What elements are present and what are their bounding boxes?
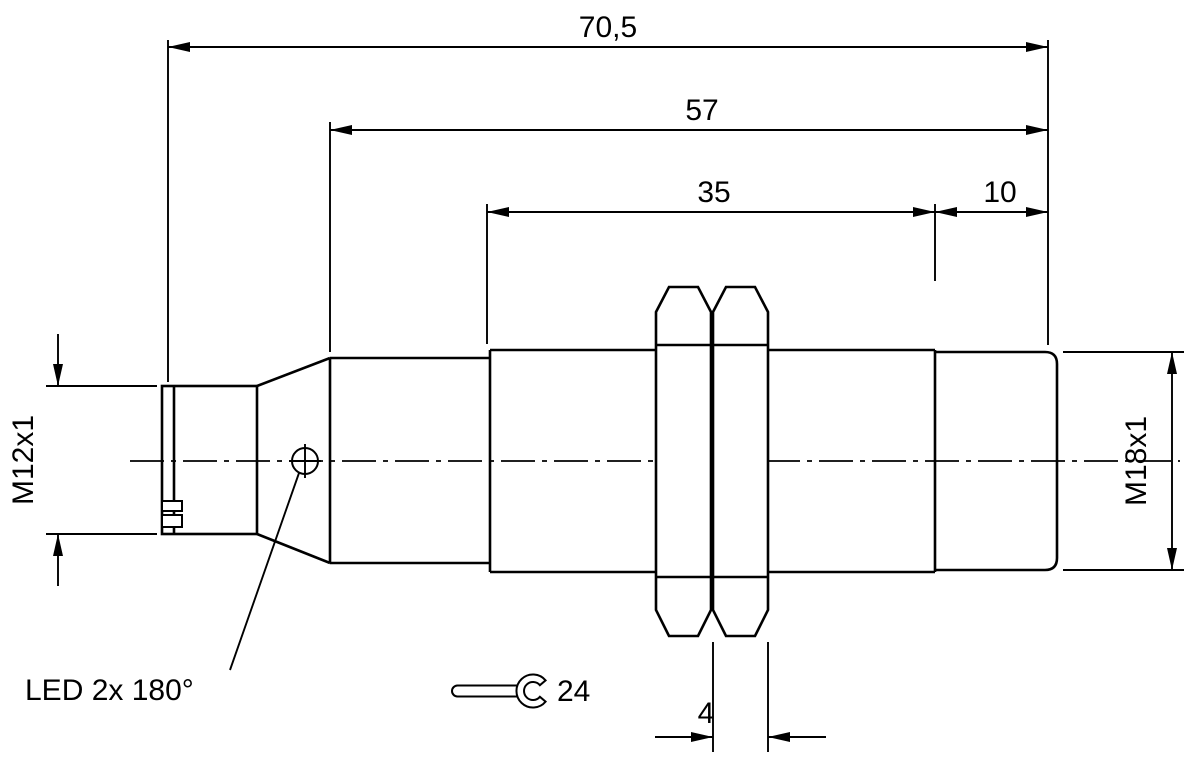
dimension-thread-length: 35 (486, 176, 936, 344)
wrench-jaw (515, 673, 548, 709)
wrench-handle (451, 684, 525, 698)
leader-line (229, 472, 300, 671)
wrench-size-label: 24 (557, 675, 590, 708)
led-callout: LED 2x 180° (25, 472, 300, 707)
arrowhead-down (1167, 548, 1177, 570)
arrowhead-left (768, 732, 790, 742)
thread-label-connector: M12x1 (7, 415, 40, 505)
sensing-tip (935, 350, 1059, 572)
led-indicator (289, 444, 321, 478)
connector-body (160, 384, 259, 536)
arrowhead-left (935, 207, 957, 217)
hex-nuts (654, 285, 770, 638)
arrowhead-down (53, 364, 63, 386)
sensor-body (160, 285, 1059, 638)
dimension-overall-length: 70,5 (167, 11, 1049, 382)
dimension-body-length: 57 (329, 94, 1048, 352)
connector-keyway-notch-upper (161, 500, 183, 512)
arrowhead-right (1026, 42, 1048, 52)
arrowhead-up (53, 534, 63, 556)
dimension-nut-width: 4 (655, 642, 826, 752)
arrowhead-right (1026, 207, 1048, 217)
arrowhead-right (913, 207, 935, 217)
arrowhead-right (1026, 125, 1048, 135)
dimension-tip-length: 10 (935, 176, 1048, 217)
dimension-label-thread: 35 (697, 176, 730, 209)
connector-keyway-notch-lower (161, 514, 183, 528)
wrench-callout: 24 (451, 673, 590, 709)
dimension-label-overall: 70,5 (579, 11, 637, 44)
arrowhead-up (1167, 352, 1177, 374)
thread-label-barrel: M18x1 (1120, 416, 1153, 506)
wrench-icon (451, 673, 548, 709)
dimension-label-nut-width: 4 (698, 697, 715, 730)
arrowhead-left (330, 125, 352, 135)
cone-bottom-edge (256, 532, 331, 565)
dimension-barrel-thread: M18x1 (1063, 351, 1184, 571)
dimension-label-body: 57 (685, 94, 718, 127)
arrowhead-left (168, 42, 190, 52)
right-nut (711, 285, 770, 638)
dimension-label-tip: 10 (983, 176, 1016, 209)
led-label: LED 2x 180° (25, 674, 194, 707)
dimension-connector-thread: M12x1 (7, 334, 157, 586)
left-nut (654, 285, 713, 638)
cone-top-edge (256, 356, 331, 388)
arrowhead-right (691, 732, 713, 742)
arrowhead-left (487, 207, 509, 217)
